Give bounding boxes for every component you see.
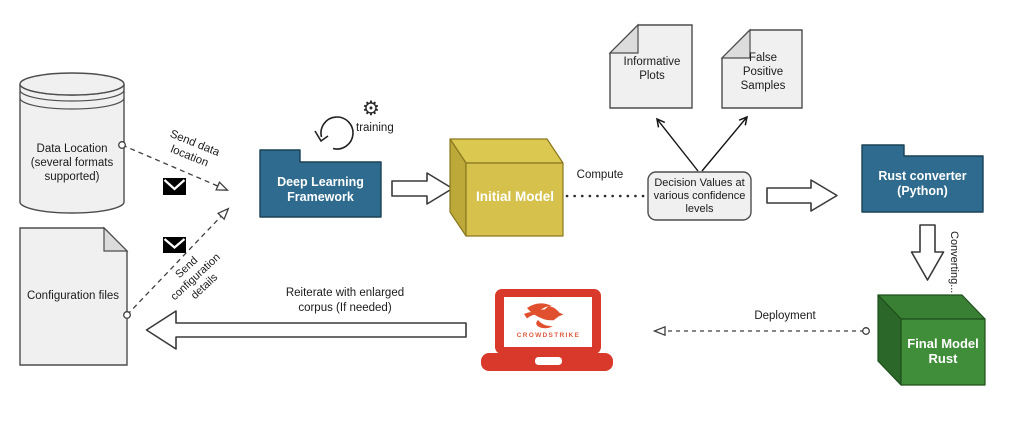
false-positive-samples-label: False Positive Samples <box>740 52 786 92</box>
reiterate-label: Reiterate with enlarged corpus (If neede… <box>285 287 405 314</box>
rust-converter-folder <box>861 144 984 213</box>
config-files-note <box>19 226 129 366</box>
false-positive-samples-note <box>720 28 803 109</box>
reiterate-arrow <box>145 310 467 350</box>
deployment-endpoint <box>862 327 870 335</box>
converting-arrow <box>910 224 945 281</box>
decision-values-box <box>647 171 752 221</box>
compute-label: Compute <box>576 169 624 181</box>
training-loop-icon <box>314 116 354 150</box>
plots-arrow <box>656 117 699 172</box>
final-model-label: Final Model Rust <box>907 336 979 366</box>
gear-icon: ⚙ <box>362 98 380 120</box>
dl-framework-label: Deep Learning Framework <box>277 175 364 204</box>
envelope-icon <box>163 178 186 195</box>
converting-label: Converting... <box>948 230 960 294</box>
informative-plots-label: Informative Plots <box>623 56 681 82</box>
right-arrow-1 <box>391 172 454 205</box>
dl-framework-folder <box>259 149 382 218</box>
informative-plots-note <box>608 23 693 109</box>
config-files-label: Configuration files <box>26 290 120 302</box>
samples-arrow <box>701 115 749 172</box>
crowdstrike-falcon-icon <box>524 303 564 329</box>
database-label: Data Location (several formats supported… <box>30 143 114 183</box>
crowdstrike-wordmark: CROWDSTRIKE <box>516 332 581 339</box>
send-config-endpoint <box>123 311 131 319</box>
deployment-label: Deployment <box>754 310 816 322</box>
send-config-connector <box>126 209 228 316</box>
decision-values-label: Decision Values at various confidence le… <box>653 177 746 215</box>
right-arrow-2 <box>766 179 838 212</box>
database-cylinder <box>19 72 125 214</box>
initial-model-cube <box>449 138 564 237</box>
training-label: training <box>356 122 394 134</box>
envelope-icon <box>163 237 186 253</box>
send-data-endpoint <box>118 141 126 149</box>
final-model-cube <box>877 294 986 386</box>
rust-converter-label: Rust converter (Python) <box>878 169 967 198</box>
send-data-connector <box>121 144 227 190</box>
initial-model-label: Initial Model <box>475 189 554 204</box>
laptop-icon <box>481 289 613 371</box>
